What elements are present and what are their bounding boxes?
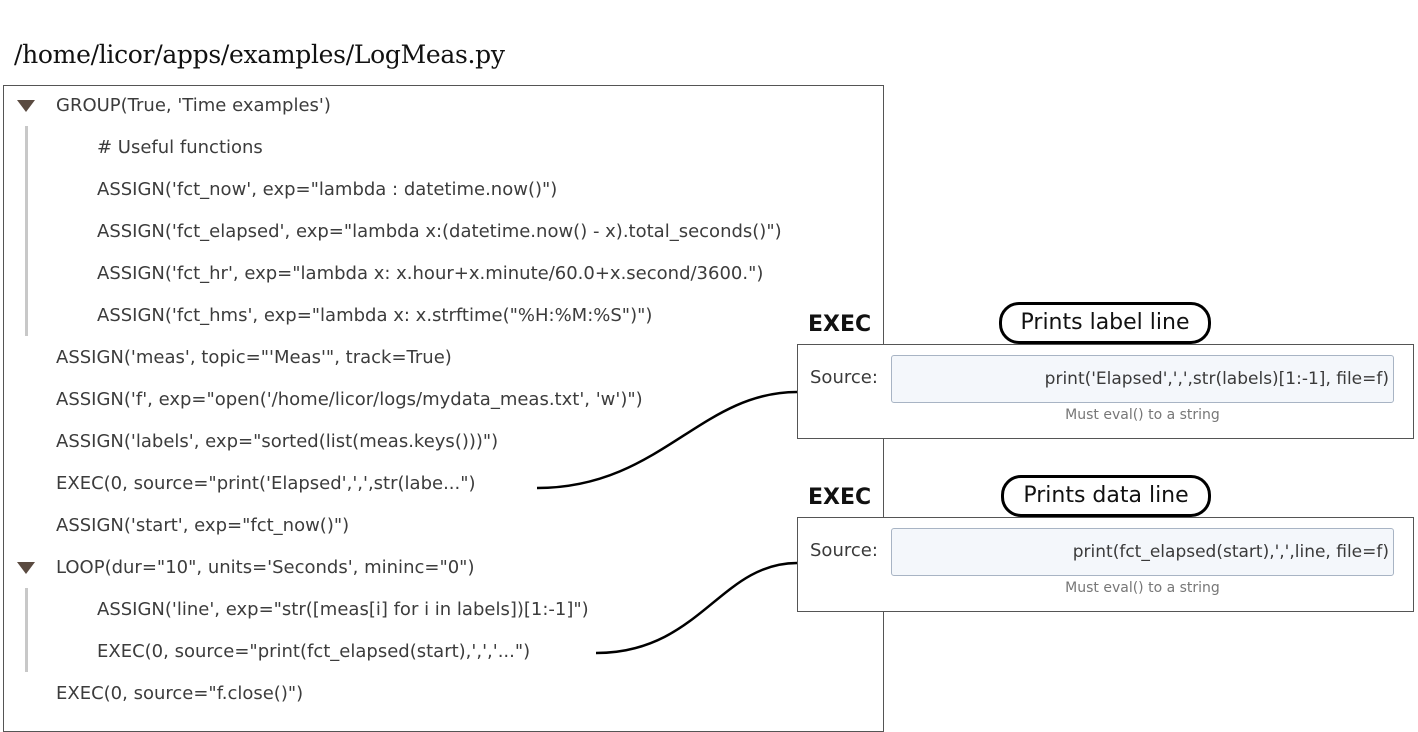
tree-row-label: EXEC(0, source="print(fct_elapsed(start)… (97, 641, 531, 662)
tree-row-assign[interactable]: ASSIGN('fct_now', exp="lambda : datetime… (4, 170, 883, 210)
tree-row-label: ASSIGN('f', exp="open('/home/licor/logs/… (56, 389, 643, 410)
callout-bubble: Prints data line (1001, 475, 1211, 517)
tree-row-label: ASSIGN('start', exp="fct_now()") (56, 515, 350, 536)
tree-row-label: EXEC(0, source="f.close()") (56, 683, 304, 704)
tree-row-assign[interactable]: ASSIGN('fct_hms', exp="lambda x: x.strft… (4, 296, 883, 336)
tree-row-assign[interactable]: ASSIGN('fct_elapsed', exp="lambda x:(dat… (4, 212, 883, 252)
program-tree: GROUP(True, 'Time examples') # Useful fu… (3, 85, 884, 732)
tree-row-exec[interactable]: EXEC(0, source="print('Elapsed',',',str(… (4, 464, 883, 504)
tree-row-label: ASSIGN('line', exp="str([meas[i] for i i… (97, 599, 589, 620)
triangle-down-icon[interactable] (17, 100, 35, 112)
file-path-title: /home/licor/apps/examples/LogMeas.py (14, 40, 505, 69)
source-input[interactable]: print(fct_elapsed(start),',',line, file=… (891, 528, 1394, 576)
tree-row-label: ASSIGN('fct_elapsed', exp="lambda x:(dat… (97, 221, 782, 242)
source-hint: Must eval() to a string (1065, 407, 1220, 423)
tree-row-loop[interactable]: LOOP(dur="10", units='Seconds', mininc="… (4, 548, 883, 588)
tree-row-label: ASSIGN('fct_hr', exp="lambda x: x.hour+x… (97, 263, 764, 284)
source-label: Source: (810, 367, 878, 388)
tree-row-label: LOOP(dur="10", units='Seconds', mininc="… (56, 557, 475, 578)
callout-title: EXEC (808, 485, 872, 510)
tree-row-comment[interactable]: # Useful functions (4, 128, 883, 168)
tree-row-assign[interactable]: ASSIGN('fct_hr', exp="lambda x: x.hour+x… (4, 254, 883, 294)
tree-row-exec[interactable]: EXEC(0, source="f.close()") (4, 674, 883, 714)
source-hint: Must eval() to a string (1065, 580, 1220, 596)
tree-row-assign[interactable]: ASSIGN('start', exp="fct_now()") (4, 506, 883, 546)
tree-row-exec[interactable]: EXEC(0, source="print(fct_elapsed(start)… (4, 632, 883, 672)
callout-bubble: Prints label line (999, 302, 1211, 344)
triangle-down-icon[interactable] (17, 562, 35, 574)
tree-row-label: EXEC(0, source="print('Elapsed',',',str(… (56, 473, 476, 494)
tree-row-assign[interactable]: ASSIGN('meas', topic="'Meas'", track=Tru… (4, 338, 883, 378)
tree-row-label: GROUP(True, 'Time examples') (56, 95, 331, 116)
tree-row-assign[interactable]: ASSIGN('f', exp="open('/home/licor/logs/… (4, 380, 883, 420)
loop-indent-guide (25, 588, 28, 672)
tree-row-label: ASSIGN('labels', exp="sorted(list(meas.k… (56, 431, 499, 452)
source-input[interactable]: print('Elapsed',',',str(labels)[1:-1], f… (891, 355, 1394, 403)
tree-row-group[interactable]: GROUP(True, 'Time examples') (4, 86, 883, 126)
group-indent-guide (25, 126, 28, 336)
tree-row-label: ASSIGN('meas', topic="'Meas'", track=Tru… (56, 347, 452, 368)
tree-row-label: # Useful functions (97, 137, 263, 158)
source-label: Source: (810, 540, 878, 561)
tree-row-label: ASSIGN('fct_hms', exp="lambda x: x.strft… (97, 305, 653, 326)
tree-row-assign[interactable]: ASSIGN('line', exp="str([meas[i] for i i… (4, 590, 883, 630)
loop-toggle-wrap (4, 548, 44, 588)
exec-editor-panel: Source: print('Elapsed',',',str(labels)[… (797, 344, 1414, 439)
callout-title: EXEC (808, 312, 872, 337)
tree-row-assign[interactable]: ASSIGN('labels', exp="sorted(list(meas.k… (4, 422, 883, 462)
exec-editor-panel: Source: print(fct_elapsed(start),',',lin… (797, 517, 1414, 612)
tree-row-label: ASSIGN('fct_now', exp="lambda : datetime… (97, 179, 558, 200)
